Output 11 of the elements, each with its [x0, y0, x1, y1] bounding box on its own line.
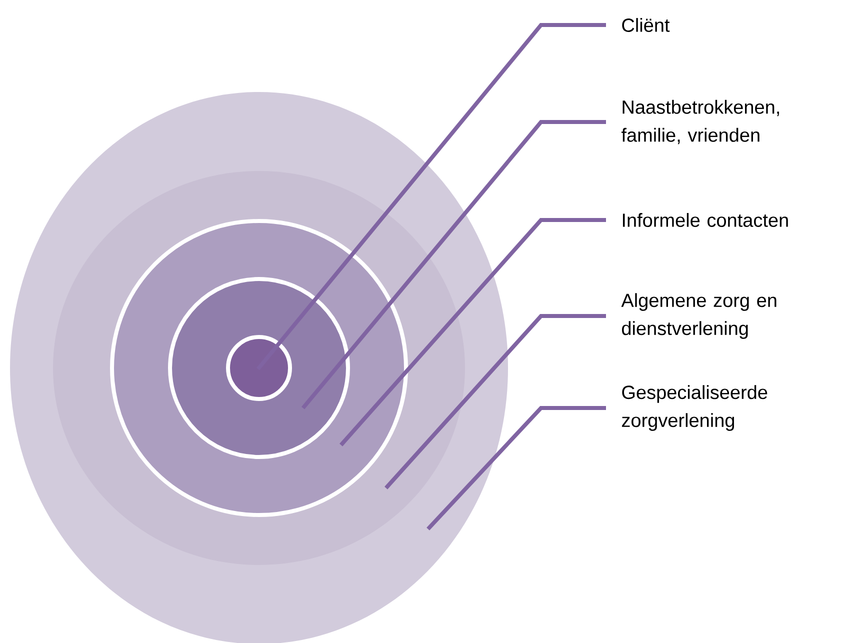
label-text: Cliënt: [622, 18, 670, 32]
leader-line: [384, 314, 606, 490]
label-text: Gespecialiseerde zorgverlening: [622, 385, 768, 431]
ring: [226, 335, 292, 401]
label-text: Informele contacten: [622, 213, 788, 227]
label-text: Naastbetrokkenen, familie, vrienden: [621, 100, 779, 144]
label-text: Algemene zorg en dienstverlening: [621, 293, 776, 339]
leader-line: [301, 120, 606, 410]
leader-line: [340, 218, 606, 446]
leader-line: [256, 23, 606, 370]
leader-line: [426, 406, 606, 530]
